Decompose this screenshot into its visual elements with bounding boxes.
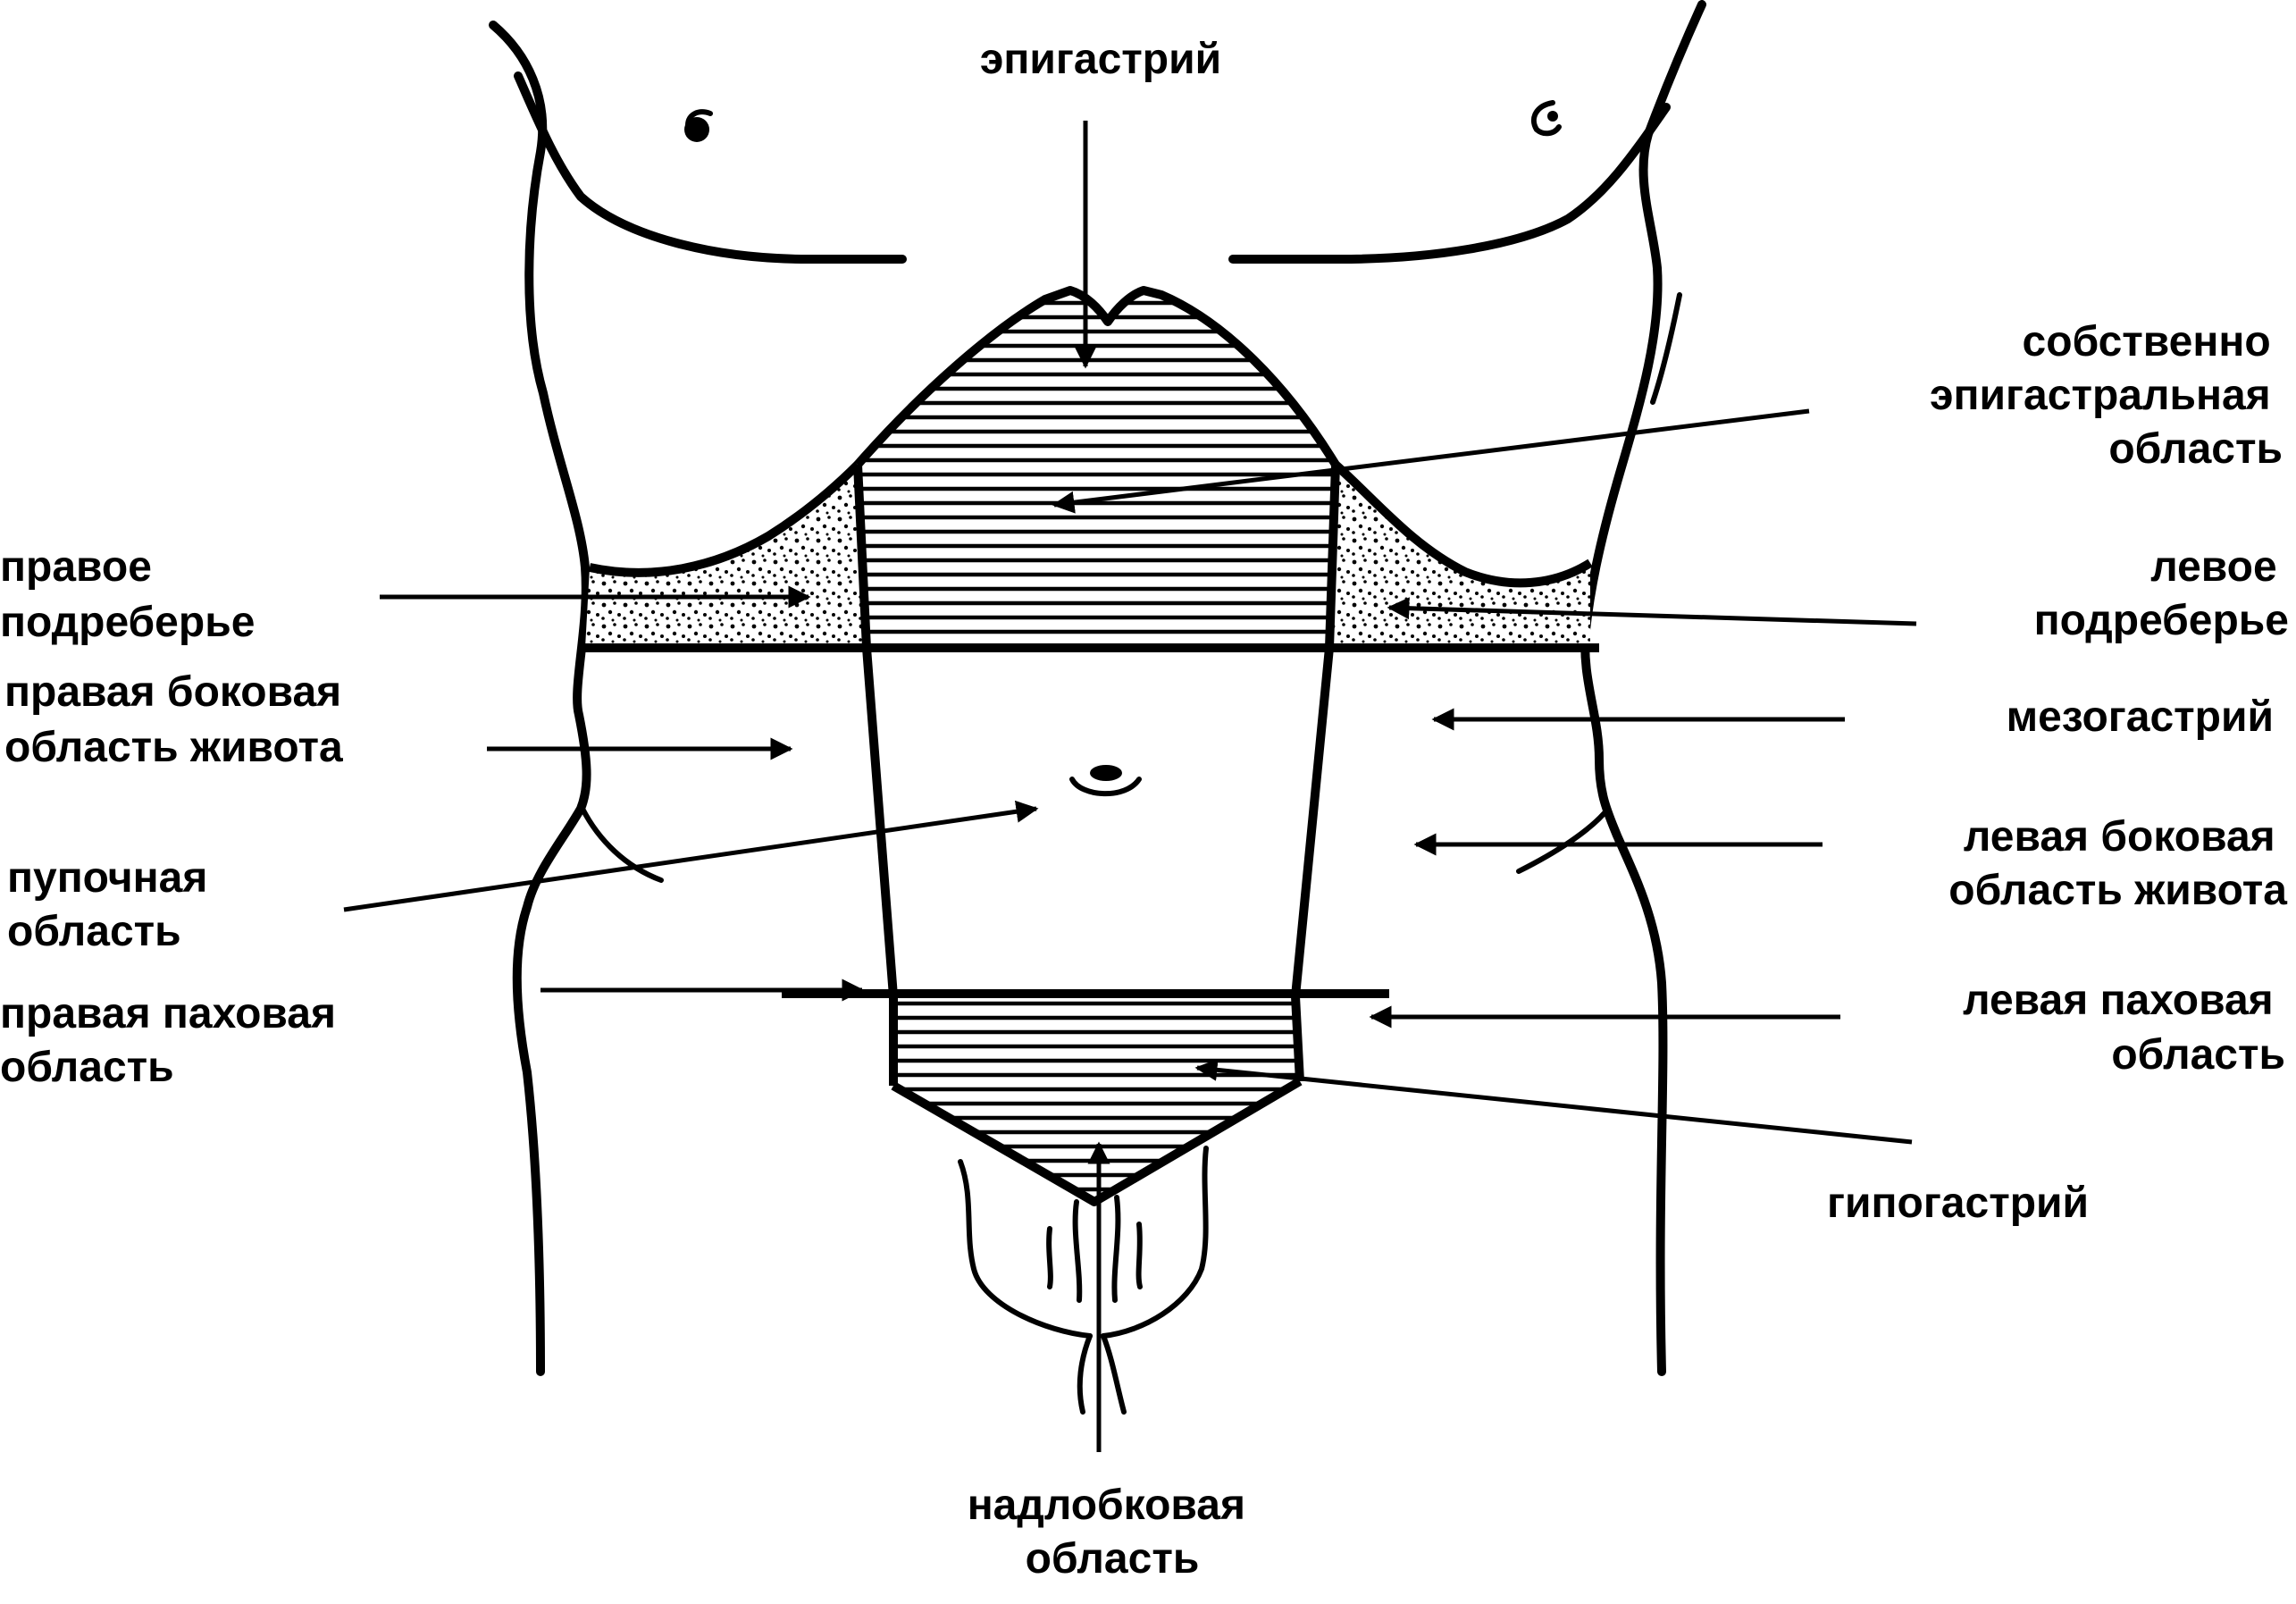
genitalia-sketch <box>958 1146 1209 1415</box>
nipple-left-icon <box>1530 100 1562 137</box>
left-hip-fold <box>1516 806 1611 874</box>
arrow-umbilical <box>343 800 1039 912</box>
region-borders <box>581 286 1599 1206</box>
arrow-left-hypochondrium <box>1387 597 1917 626</box>
label-left-inguinal: левая паховая область <box>1963 977 2285 1079</box>
arrow-hypogastrium <box>1194 1058 1913 1145</box>
label-proper-epigastric: собственно эпигастральная область <box>1930 318 2283 473</box>
label-left-hypochondrium: левое подреберье <box>2034 543 2289 644</box>
arrow-proper-epigastric <box>1052 408 1810 514</box>
label-hypogastrium: гипогастрий <box>1827 1180 2089 1227</box>
left-flank-inner <box>1650 292 1682 405</box>
left-midclavicular-line <box>1291 464 1340 1082</box>
label-right-hypochondrium: правое подреберье <box>0 543 255 646</box>
labels: эпигастрий собственно эпигастральная обл… <box>0 36 2289 1583</box>
label-mesogastrium: мезогастрий <box>2007 693 2274 741</box>
proper-epigastric-region <box>858 290 1336 648</box>
navel-icon <box>1069 765 1142 797</box>
right-shoulder-line <box>514 71 907 264</box>
label-left-lateral: левая боковая область живота <box>1948 813 2287 914</box>
nipple-right-icon <box>684 109 713 142</box>
label-epigastrium: эпигастрий <box>980 36 1221 83</box>
left-arm-line <box>1580 0 1706 1376</box>
label-right-lateral: правая боковая область живота <box>4 668 354 771</box>
right-midclavicular-line <box>853 464 898 1086</box>
label-suprapubic: надлобковая область <box>968 1482 1258 1583</box>
region-fills <box>585 290 1590 1202</box>
left-shoulder-line <box>1228 103 1671 264</box>
right-arm-line <box>489 21 591 1376</box>
label-right-inguinal: правая паховая область <box>0 990 348 1091</box>
label-umbilical: пупочная область <box>7 854 220 955</box>
leader-lines <box>343 121 1917 1452</box>
right-hip-fold <box>580 806 664 883</box>
hypogastric-region <box>893 996 1300 1202</box>
